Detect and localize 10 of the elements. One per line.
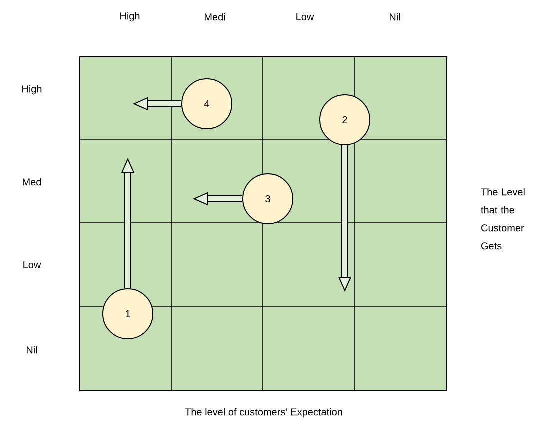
axis-label: Nil (390, 13, 400, 21)
axis-label: Low (296, 14, 314, 20)
axis-label: High (22, 85, 42, 95)
axis-label: Med (23, 178, 42, 186)
axis-label: Nil (26, 346, 38, 354)
axis-label: High (120, 12, 140, 22)
axis-label: The Level that the Customer Gets (481, 188, 525, 250)
axis-label: Medi (204, 13, 226, 21)
axis-label: Low (24, 262, 42, 268)
axis-label: The level of customers’ Expectation (185, 408, 342, 418)
